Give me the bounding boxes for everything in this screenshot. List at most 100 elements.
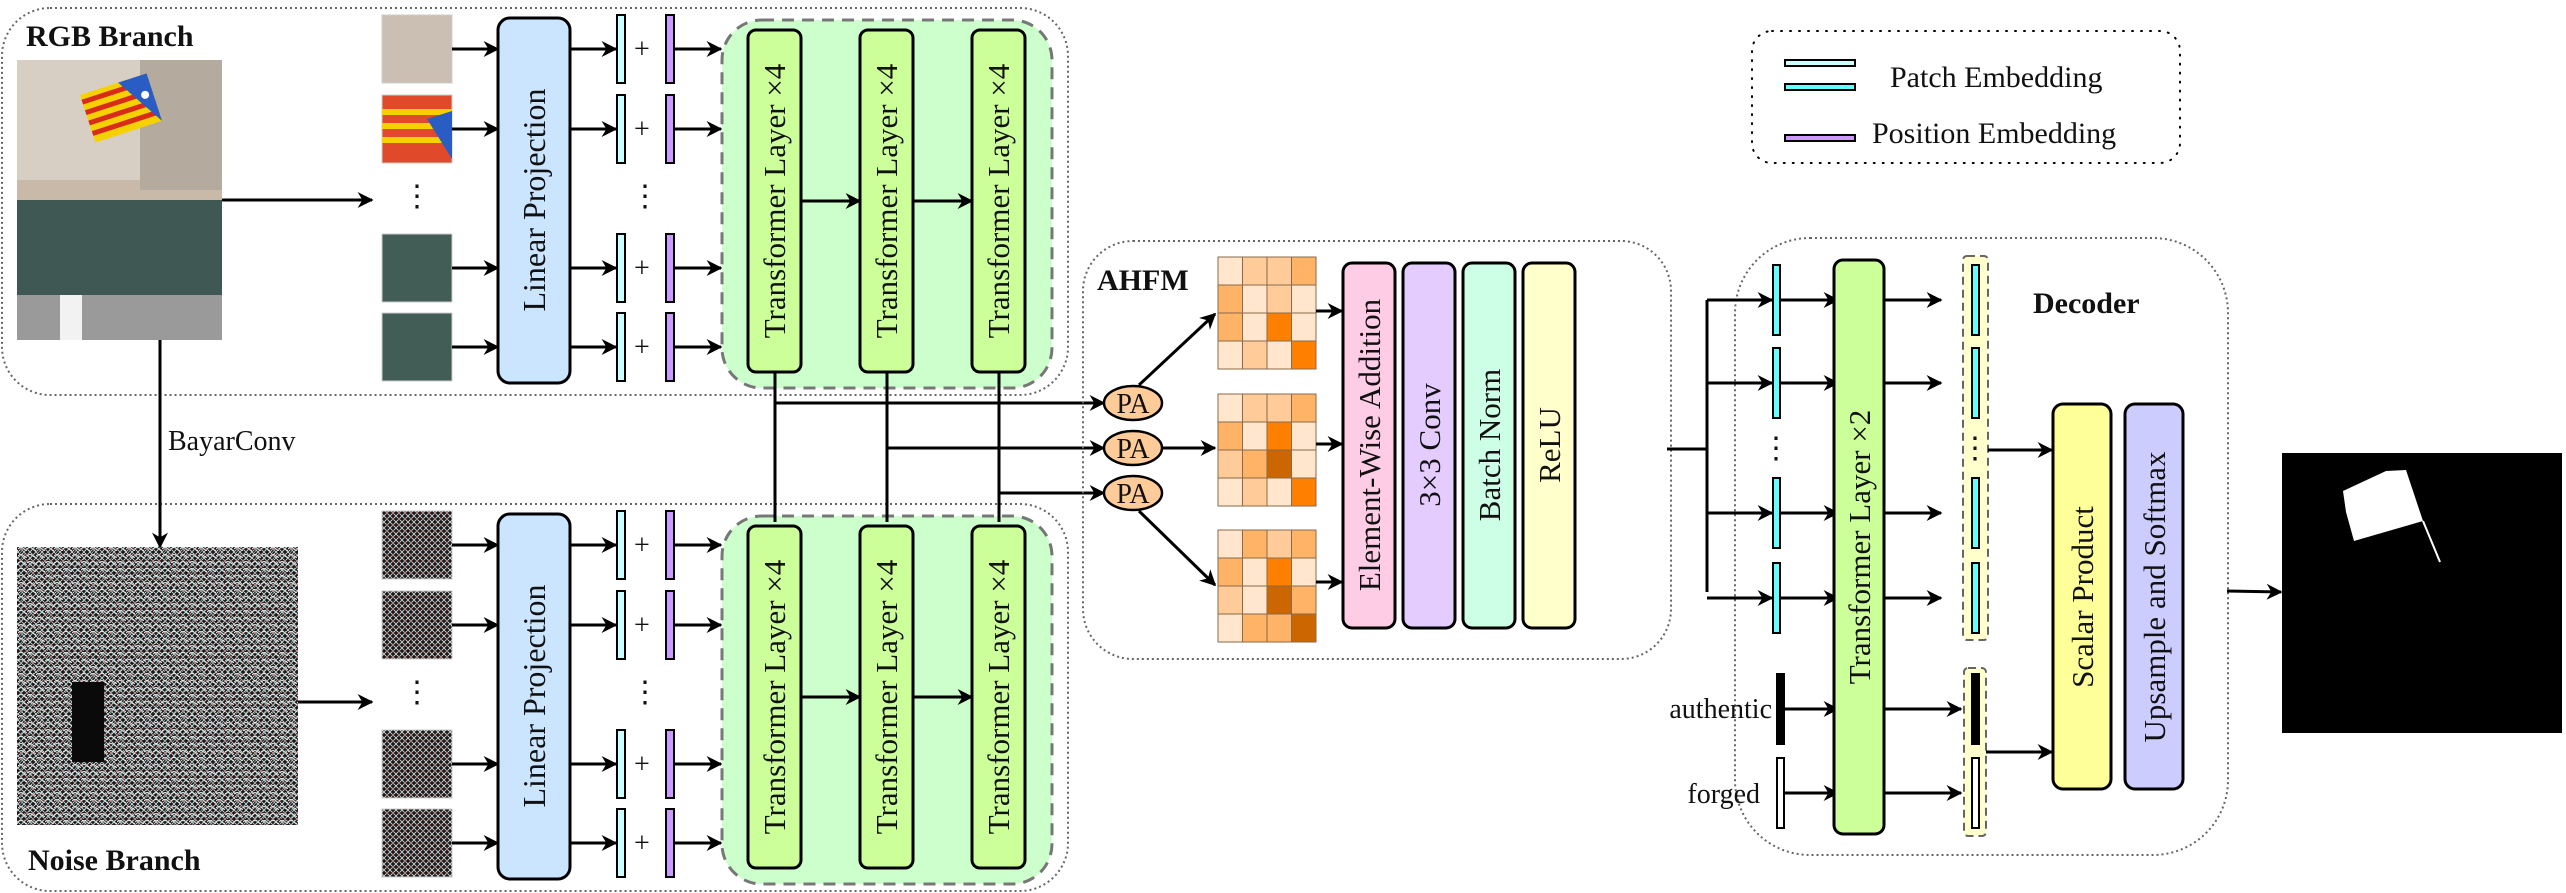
rgb-branch-border: [1, 7, 1069, 396]
upsample-softmax-block: [2123, 402, 2185, 791]
heatmap-cell: [1291, 557, 1317, 587]
image-patch: [381, 14, 453, 84]
input-rgb-image: [17, 60, 222, 340]
decoder-input-token: [1772, 264, 1781, 336]
decoder-input-token: [1772, 347, 1781, 419]
noise-residual-image: [17, 547, 298, 825]
decoder-output-token: [1971, 347, 1980, 419]
heatmap-cell: [1291, 256, 1317, 286]
patch-embedding-token: [616, 312, 626, 382]
plus-sign: +: [634, 610, 650, 641]
decoder-output-ellipsis: ⋮: [1960, 432, 1990, 465]
attention-heatmap: [1217, 256, 1344, 370]
heatmap-cell: [1291, 284, 1317, 314]
position-embedding-token: [665, 14, 675, 84]
upsample-softmax-label: Upsample and Softmax: [2137, 451, 2172, 743]
heatmap-cell: [1242, 613, 1268, 643]
batch-norm-label: Batch Norm: [1472, 369, 1507, 521]
legend-border: [1751, 30, 2181, 164]
conv-3x3-block: [1401, 261, 1457, 630]
heatmap-cell: [1217, 585, 1243, 615]
transformer-layer-label: Transformer Layer ×4: [981, 63, 1016, 338]
pa-label: PA: [1116, 389, 1150, 420]
transformer-layer-label: Transformer Layer ×4: [981, 559, 1016, 834]
patch-row: +: [381, 729, 723, 799]
heatmap-cell: [1217, 312, 1243, 342]
attention-heatmap: [1217, 529, 1344, 643]
heatmap-cell: [1291, 613, 1317, 643]
patch-embedding-token: [616, 808, 626, 878]
forged-output-token: [1971, 757, 1980, 829]
patch-embedding-token: [616, 233, 626, 303]
embedding-ellipsis: ⋮: [630, 180, 660, 213]
relu-label: ReLU: [1532, 407, 1567, 483]
heatmap-cell: [1242, 477, 1268, 507]
patch-embedding-token: [616, 729, 626, 799]
heatmap-cell: [1266, 529, 1292, 559]
element-wise-addition-label: Element-Wise Addition: [1352, 298, 1387, 591]
patch-ellipsis: ⋮: [402, 676, 432, 709]
decoder-transformer-block: [1832, 258, 1886, 836]
heatmap-cell: [1242, 557, 1268, 587]
patch-attention-node: [1102, 474, 1164, 512]
heatmap-cell: [1242, 312, 1268, 342]
rgb-branch-title: RGB Branch: [26, 20, 194, 53]
heatmap-cell: [1266, 477, 1292, 507]
mask-background: [2282, 453, 2562, 733]
heatmap-cell: [1217, 284, 1243, 314]
patch-ellipsis: ⋮: [402, 180, 432, 213]
element-wise-addition-block: [1341, 261, 1397, 630]
decoder-transformer-label: Transformer Layer ×2: [1842, 410, 1877, 685]
plus-sign: +: [634, 34, 650, 65]
heatmap-cell: [1291, 529, 1317, 559]
heatmap-cell: [1217, 393, 1243, 423]
relu-to-decoder-connector: [1667, 300, 1709, 592]
patch-row: +: [381, 94, 723, 164]
bayarconv-label: BayarConv: [168, 426, 296, 457]
attention-heatmap: [1217, 393, 1344, 507]
transformer-layer-label: Transformer Layer ×4: [757, 559, 792, 834]
decoder-input-token: [1772, 477, 1781, 549]
heatmap-cell: [1266, 421, 1292, 451]
image-patch: [381, 510, 453, 580]
heatmap-cell: [1242, 421, 1268, 451]
heatmap-cell: [1291, 421, 1317, 451]
legend: Patch Embedding Position Embedding: [1751, 30, 2181, 164]
scalar-product-block: [2051, 402, 2113, 791]
forged-label: forged: [1687, 779, 1760, 810]
class-output-group: [1963, 667, 1987, 837]
position-embedding-token: [665, 808, 675, 878]
patch-output-group: [1962, 255, 1989, 641]
heatmap-cell: [1242, 393, 1268, 423]
noise-branch-border: [1, 503, 1069, 892]
plus-sign: +: [634, 253, 650, 284]
heatmap-cell: [1266, 312, 1292, 342]
position-embedding-token: [665, 510, 675, 580]
heatmap-cell: [1242, 256, 1268, 286]
heatmap-cell: [1266, 284, 1292, 314]
position-embedding-token: [665, 312, 675, 382]
forged-class-token: [1776, 757, 1785, 829]
predicted-mask: [2226, 453, 2562, 733]
transformer-layer-label: Transformer Layer ×4: [757, 63, 792, 338]
fusion-connections: [773, 372, 1106, 522]
linear-projection-label: Linear Projection: [516, 88, 552, 311]
patch-embedding-token: [616, 590, 626, 660]
patch-attention-node: [1102, 384, 1164, 422]
heatmap-cell: [1217, 477, 1243, 507]
patch-embedding-token: [616, 510, 626, 580]
image-patch: [381, 312, 453, 382]
heatmap-cell: [1266, 557, 1292, 587]
transformer-layer-label: Transformer Layer ×4: [869, 559, 904, 834]
decoder-border: [1734, 237, 2229, 856]
decoder-output-token: [1971, 264, 1980, 336]
heatmap-cell: [1291, 340, 1317, 370]
heatmap-cell: [1217, 449, 1243, 479]
decoder-output-token: [1971, 562, 1980, 634]
heatmap-cell: [1291, 477, 1317, 507]
